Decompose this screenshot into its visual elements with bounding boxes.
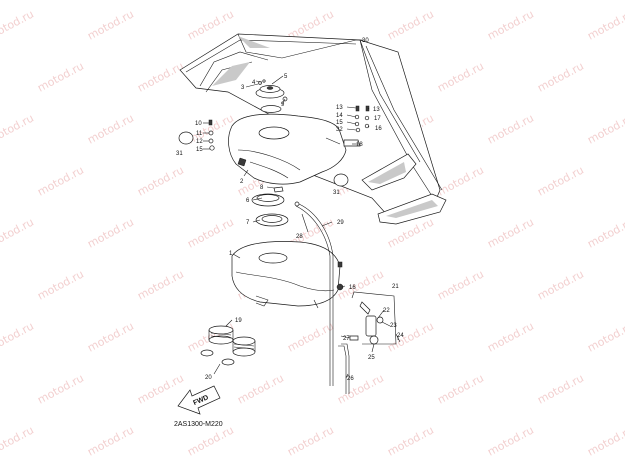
- callout-17: 17: [374, 116, 381, 122]
- watermark: motod.ru: [435, 59, 486, 94]
- callout-1: 1: [229, 251, 233, 257]
- callout-5: 5: [284, 74, 288, 80]
- callout-29: 29: [337, 220, 344, 226]
- callout-13-right: 13: [373, 107, 380, 113]
- watermark: motod.ru: [135, 163, 186, 198]
- watermark: motod.ru: [185, 423, 236, 458]
- watermark: motod.ru: [285, 319, 336, 354]
- watermark: motod.ru: [285, 423, 336, 458]
- watermark: motod.ru: [185, 215, 236, 250]
- leader-lines: [203, 39, 399, 379]
- callout-7: 7: [246, 220, 250, 226]
- watermark: motod.ru: [585, 319, 625, 354]
- watermark: motod.ru: [535, 371, 586, 406]
- damper-lower: [232, 336, 256, 357]
- callout-20: 20: [205, 375, 212, 381]
- watermark: motod.ru: [585, 215, 625, 250]
- watermark: motod.ru: [35, 163, 86, 198]
- watermark: motod.ru: [85, 215, 136, 250]
- tank-ring-assembly: [251, 186, 289, 227]
- callout-16-top: 16: [375, 126, 382, 132]
- callout-22: 22: [383, 308, 390, 314]
- watermark: motod.ru: [485, 111, 536, 146]
- tank-cover: [228, 113, 347, 185]
- callout-3: 3: [241, 85, 245, 91]
- watermark: motod.ru: [0, 111, 36, 146]
- callout-31-left: 31: [176, 151, 183, 157]
- watermark: motod.ru: [185, 7, 236, 42]
- watermark: motod.ru: [435, 163, 486, 198]
- callout-8: 8: [260, 185, 264, 191]
- watermark: motod.ru: [385, 7, 436, 42]
- watermark: motod.ru: [485, 423, 536, 458]
- watermark: motod.ru: [135, 59, 186, 94]
- watermark: motod.ru: [585, 7, 625, 42]
- callout-16-right: 16: [349, 285, 356, 291]
- left-fasteners: [178, 119, 349, 187]
- watermark: motod.ru: [485, 7, 536, 42]
- callout-15-right: 15: [336, 120, 343, 126]
- watermark: motod.ru: [535, 59, 586, 94]
- callout-6: 6: [246, 198, 250, 204]
- callout-18: 18: [356, 142, 363, 148]
- fuel-cap-assembly: [255, 79, 288, 113]
- watermark: motod.ru: [135, 371, 186, 406]
- callout-19: 19: [235, 318, 242, 324]
- callout-15-left: 15: [196, 147, 203, 153]
- fwd-arrow: FWD: [177, 385, 221, 415]
- callout-23: 23: [390, 323, 397, 329]
- right-fasteners: [343, 105, 370, 147]
- watermark: motod.ru: [0, 7, 36, 42]
- watermark: motod.ru: [385, 423, 436, 458]
- watermark: motod.ru: [335, 371, 386, 406]
- watermark: motod.ru: [535, 163, 586, 198]
- watermark: motod.ru: [0, 215, 36, 250]
- tank-dampers: [200, 325, 256, 366]
- callout-31-right: 31: [333, 190, 340, 196]
- watermark: motod.ru: [0, 423, 36, 458]
- diagram-code: 2AS1300-M220: [174, 421, 223, 428]
- watermark: motod.ru: [235, 371, 286, 406]
- callout-4: 4: [252, 80, 256, 86]
- watermark: motod.ru: [85, 7, 136, 42]
- callout-27: 27: [343, 336, 350, 342]
- fuel-hoses: [294, 201, 350, 394]
- callout-11: 11: [196, 131, 203, 137]
- watermark: motod.ru: [135, 267, 186, 302]
- watermark: motod.ru: [435, 371, 486, 406]
- callout-26: 26: [347, 376, 354, 382]
- watermark: motod.ru: [585, 111, 625, 146]
- callout-21: 21: [392, 284, 399, 290]
- fuel-tank: [231, 241, 343, 309]
- callout-30: 30: [362, 38, 369, 44]
- watermark: motod.ru: [85, 319, 136, 354]
- callout-25: 25: [368, 355, 375, 361]
- watermark: motod.ru: [85, 423, 136, 458]
- watermark: motod.ru: [35, 59, 86, 94]
- callout-14: 14: [336, 113, 343, 119]
- fuel-cock-assembly: [336, 283, 401, 345]
- watermark: motod.ru: [485, 319, 536, 354]
- watermark: motod.ru: [85, 111, 136, 146]
- watermark: motod.ru: [435, 267, 486, 302]
- watermark: motod.ru: [35, 267, 86, 302]
- callout-2: 2: [240, 179, 244, 185]
- watermark: motod.ru: [585, 423, 625, 458]
- callout-12: 12: [196, 139, 203, 145]
- callout-13-left: 13: [336, 105, 343, 111]
- callout-9: 9: [281, 102, 285, 108]
- watermark: motod.ru: [0, 319, 36, 354]
- callout-24: 24: [397, 333, 404, 339]
- callout-10: 10: [195, 121, 202, 127]
- watermark: motod.ru: [485, 215, 536, 250]
- watermark: motod.ru: [335, 267, 386, 302]
- callout-28: 28: [296, 234, 303, 240]
- watermark: motod.ru: [35, 371, 86, 406]
- callout-labels: 30 3 4 5 9 10 11 12 15 31 13 14 15 32 13…: [176, 38, 404, 382]
- watermark: motod.ru: [535, 267, 586, 302]
- callout-32: 32: [336, 127, 343, 133]
